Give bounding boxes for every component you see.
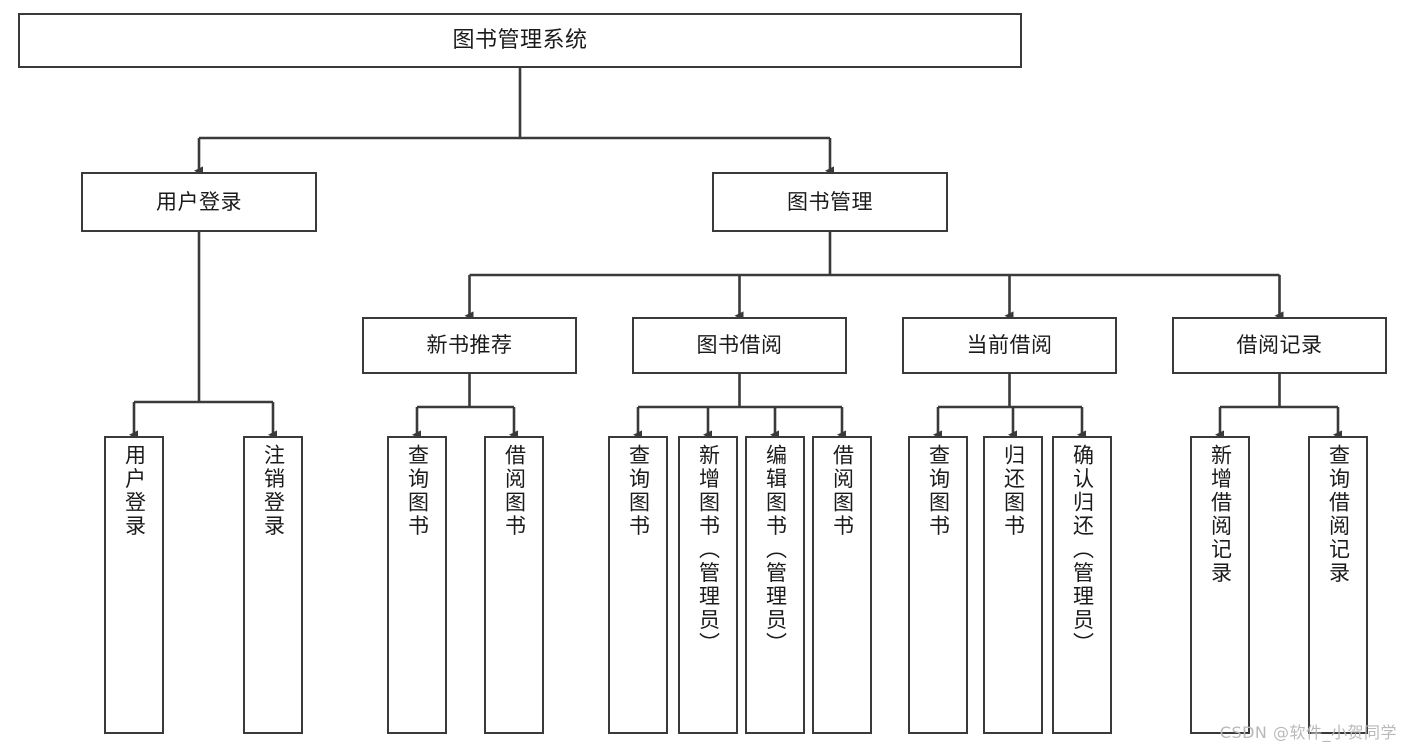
node-leaf-user-logout[interactable]: 注销登录 xyxy=(243,436,303,734)
node-label: 新增借阅记录 xyxy=(1208,444,1233,585)
node-leaf-edit-book[interactable]: 编辑图书（管理员） xyxy=(745,436,805,734)
node-label: 查询借阅记录 xyxy=(1326,444,1351,585)
node-leaf-user-login[interactable]: 用户登录 xyxy=(104,436,164,734)
node-label: 借阅记录 xyxy=(1236,333,1323,358)
node-label: 查询图书 xyxy=(405,444,430,538)
node-label: 新书推荐 xyxy=(426,333,513,358)
node-leaf-borrow-book[interactable]: 借阅图书 xyxy=(812,436,872,734)
node-leaf-query-book-new[interactable]: 查询图书 xyxy=(387,436,447,734)
node-leaf-query-book-current[interactable]: 查询图书 xyxy=(908,436,968,734)
node-root[interactable]: 图书管理系统 xyxy=(18,13,1022,68)
node-book-borrow[interactable]: 图书借阅 xyxy=(632,317,847,374)
node-label: 新增图书（管理员） xyxy=(696,444,721,656)
node-label: 注销登录 xyxy=(261,444,286,538)
node-label: 查询图书 xyxy=(926,444,951,538)
watermark-text: CSDN @软件_小贺同学 xyxy=(1219,723,1397,742)
node-label: 图书借阅 xyxy=(696,333,783,358)
node-label: 借阅图书 xyxy=(502,444,527,538)
node-label: 图书管理系统 xyxy=(452,27,588,53)
node-leaf-add-book[interactable]: 新增图书（管理员） xyxy=(678,436,738,734)
node-user-login[interactable]: 用户登录 xyxy=(81,172,317,232)
node-new-book-recommend[interactable]: 新书推荐 xyxy=(362,317,577,374)
node-label: 确认归还（管理员） xyxy=(1070,444,1095,656)
node-label: 用户登录 xyxy=(122,444,147,538)
node-label: 当前借阅 xyxy=(966,333,1053,358)
connector-lines xyxy=(129,68,1342,440)
node-label: 借阅图书 xyxy=(830,444,855,538)
node-leaf-return-book[interactable]: 归还图书 xyxy=(983,436,1043,734)
node-leaf-borrow-book-new[interactable]: 借阅图书 xyxy=(484,436,544,734)
node-leaf-add-borrow-record[interactable]: 新增借阅记录 xyxy=(1190,436,1250,734)
node-label: 编辑图书（管理员） xyxy=(763,444,788,656)
node-leaf-confirm-return[interactable]: 确认归还（管理员） xyxy=(1052,436,1112,734)
node-book-manage[interactable]: 图书管理 xyxy=(712,172,948,232)
node-label: 用户登录 xyxy=(156,189,242,214)
node-label: 归还图书 xyxy=(1001,444,1026,538)
node-label: 查询图书 xyxy=(626,444,651,538)
node-borrow-record[interactable]: 借阅记录 xyxy=(1172,317,1387,374)
node-leaf-query-book-borrow[interactable]: 查询图书 xyxy=(608,436,668,734)
node-current-borrow[interactable]: 当前借阅 xyxy=(902,317,1117,374)
node-leaf-query-borrow-record[interactable]: 查询借阅记录 xyxy=(1308,436,1368,734)
node-label: 图书管理 xyxy=(787,189,873,214)
